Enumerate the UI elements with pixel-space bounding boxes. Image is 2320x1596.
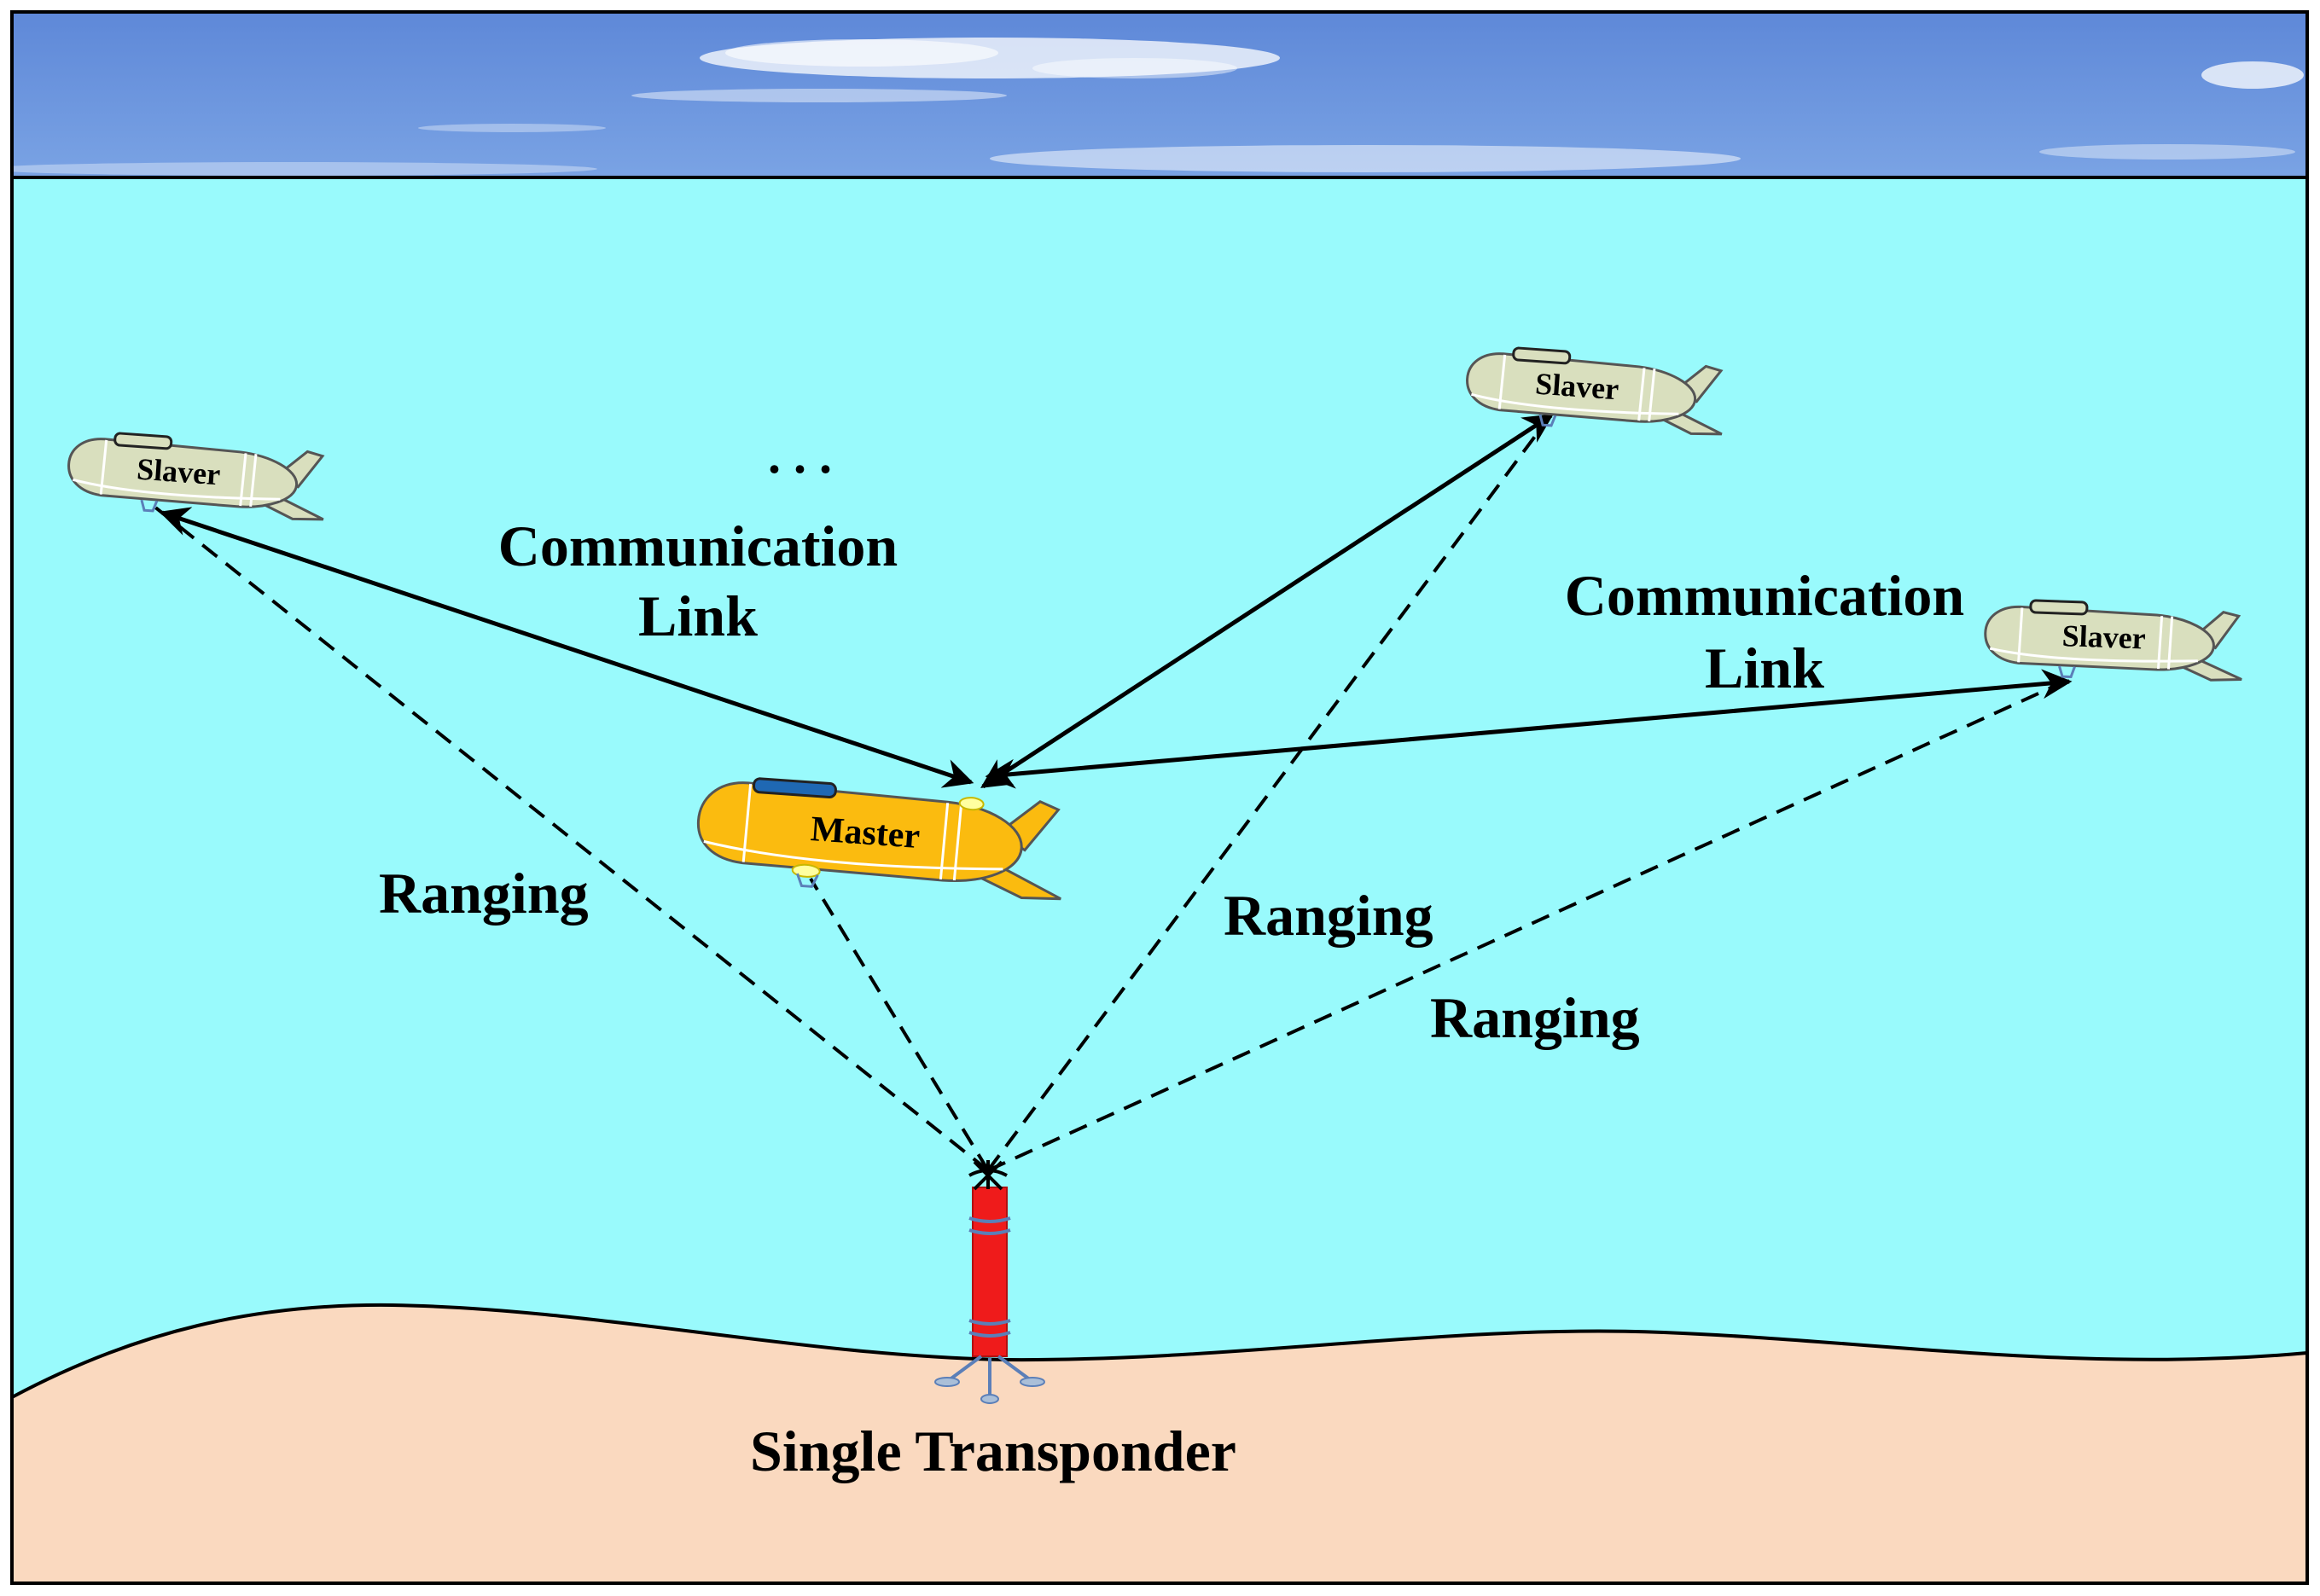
ranging-center-label: Ranging bbox=[1224, 883, 1433, 948]
transponder-bands bbox=[968, 1216, 1011, 1338]
slaver-auv-right: Slaver bbox=[1984, 599, 2242, 682]
comm-link-right-label-line1: Communication bbox=[1565, 563, 1964, 628]
slaver-transducer bbox=[140, 499, 159, 513]
transponder-body bbox=[972, 1187, 1008, 1357]
master-top-sensor bbox=[958, 797, 985, 811]
slaver-auv-top: Slaver bbox=[1466, 346, 1724, 436]
comm-link-left bbox=[159, 507, 974, 788]
seabed bbox=[10, 1303, 2309, 1585]
slaver-auv-left: Slaver bbox=[67, 432, 325, 521]
ellipsis-label: . . . bbox=[768, 427, 832, 484]
comm-link-right bbox=[985, 669, 2073, 789]
frame-border bbox=[10, 10, 2309, 1585]
master-hatch bbox=[752, 777, 837, 799]
transponder-feet bbox=[934, 1377, 1045, 1404]
transponder-head bbox=[968, 1160, 1008, 1191]
master-label: Master bbox=[810, 810, 922, 856]
master-bottom-sensor bbox=[791, 863, 821, 878]
cloud-group bbox=[0, 38, 2304, 176]
transponder-label: Single Transponder bbox=[750, 1419, 1236, 1483]
slaver-left-label: Slaver bbox=[136, 452, 222, 492]
slaver-right-label: Slaver bbox=[2061, 618, 2146, 655]
communication-links bbox=[159, 413, 2073, 789]
slaver-top-label: Slaver bbox=[1534, 367, 1620, 407]
comm-link-left-label-line2: Link bbox=[638, 583, 758, 648]
transponder-legs bbox=[947, 1355, 1032, 1397]
master-auv: Master bbox=[697, 777, 1061, 901]
ranging-left-label: Ranging bbox=[379, 861, 589, 926]
comm-link-left-label-line1: Communication bbox=[498, 514, 898, 578]
master-transducer bbox=[796, 873, 819, 888]
comm-link-right-label-line2: Link bbox=[1705, 635, 1824, 700]
slaver-hatch bbox=[113, 432, 173, 450]
ranging-right-label: Ranging bbox=[1430, 985, 1640, 1050]
ranging-line-master bbox=[809, 877, 990, 1172]
single-transponder bbox=[934, 1160, 1045, 1404]
